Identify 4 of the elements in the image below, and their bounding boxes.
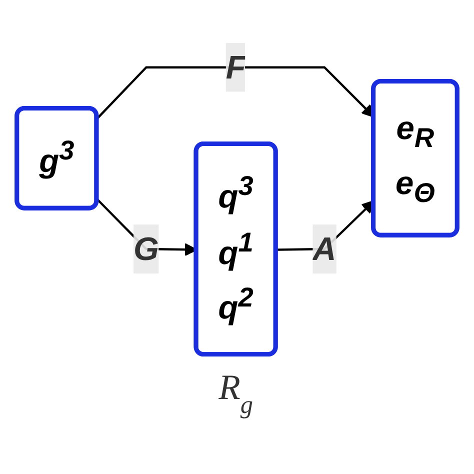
edge-label: A (312, 230, 336, 268)
edge-label: G (134, 230, 159, 268)
edge-label: F (226, 48, 246, 86)
region-label: R$_{g}$ (218, 366, 253, 418)
